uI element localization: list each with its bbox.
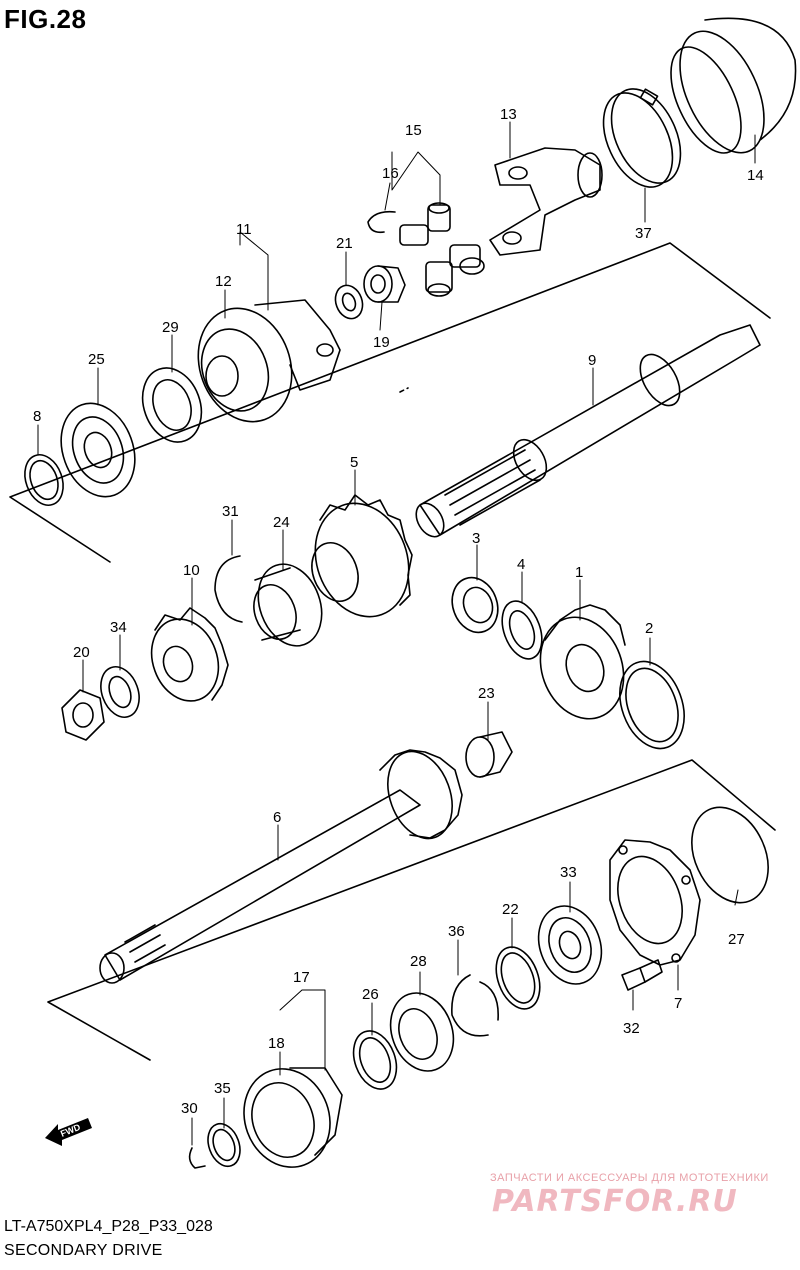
part-2-shim xyxy=(619,660,685,750)
callout-13: 13 xyxy=(500,106,517,123)
part-31-circlip xyxy=(214,555,243,623)
callout-19: 19 xyxy=(373,334,390,351)
callout-37: 37 xyxy=(635,225,652,242)
part-36-circlip xyxy=(451,974,499,1037)
callout-34: 34 xyxy=(110,619,127,636)
watermark-logo: PARTSFOR.RU xyxy=(492,1184,738,1219)
callout-9: 9 xyxy=(588,352,596,369)
part-4-washer xyxy=(501,600,543,660)
part-21-washer xyxy=(334,284,364,320)
part-3-spacer xyxy=(451,576,499,634)
part-15-cross-joint xyxy=(399,202,485,297)
part-1-bevel-gear xyxy=(539,604,626,720)
callout-20: 20 xyxy=(73,644,90,661)
part-24-needle-bearing xyxy=(253,563,323,647)
part-37-clamp xyxy=(602,88,682,188)
part-7-bearing-case xyxy=(609,839,701,966)
part-9-shaft xyxy=(415,324,761,538)
part-29-oil-seal xyxy=(141,367,203,443)
frame-upper xyxy=(9,242,771,563)
part-23-bearing xyxy=(465,731,513,778)
part-5-gear xyxy=(311,494,413,618)
figure-title: FIG.28 xyxy=(4,4,87,34)
callout-32: 32 xyxy=(623,1020,640,1037)
watermark-tagline: ЗАПЧАСТИ И АКСЕССУАРЫ ДЛЯ МОТОТЕХНИКИ xyxy=(490,1172,769,1184)
part-17-cover xyxy=(243,1067,343,1168)
section-name: SECONDARY DRIVE xyxy=(4,1242,163,1259)
callout-35: 35 xyxy=(214,1080,231,1097)
part-26-ring xyxy=(352,1030,398,1090)
callout-14: 14 xyxy=(747,167,764,184)
callout-4: 4 xyxy=(517,556,525,573)
callout-17: 17 xyxy=(293,969,310,986)
callout-21: 21 xyxy=(336,235,353,252)
part-32-bolt xyxy=(621,959,663,991)
callout-24: 24 xyxy=(273,514,290,531)
part-20-nut xyxy=(61,689,105,741)
callout-6: 6 xyxy=(273,809,281,826)
model-code: LT-A750XPL4_P28_P33_028 xyxy=(4,1218,213,1235)
callout-25: 25 xyxy=(88,351,105,368)
part-14-boot xyxy=(670,17,797,154)
part-19-bushing xyxy=(363,265,406,303)
part-10-pinion-gear xyxy=(150,607,229,702)
frame-lower xyxy=(47,759,776,1061)
callout-10: 10 xyxy=(183,562,200,579)
callout-7: 7 xyxy=(674,995,682,1012)
callout-3: 3 xyxy=(472,530,480,547)
part-35-washer xyxy=(207,1122,241,1168)
part-22-ring xyxy=(495,946,541,1010)
callout-33: 33 xyxy=(560,864,577,881)
part-34-washer xyxy=(100,666,140,718)
callout-26: 26 xyxy=(362,986,379,1003)
part-16-circlip xyxy=(367,210,396,234)
part-8-ring xyxy=(24,454,64,506)
callout-16: 16 xyxy=(382,165,399,182)
part-11-flange-yoke xyxy=(197,299,341,423)
part-33-bearing xyxy=(537,905,603,985)
callout-18: 18 xyxy=(268,1035,285,1052)
callout-22: 22 xyxy=(502,901,519,918)
callout-31: 31 xyxy=(222,503,239,520)
callout-1: 1 xyxy=(575,564,583,581)
callout-28: 28 xyxy=(410,953,427,970)
frame-upper-dash xyxy=(399,387,409,393)
part-13-yoke xyxy=(489,147,603,256)
callout-5: 5 xyxy=(350,454,358,471)
callout-27: 27 xyxy=(728,931,745,948)
part-30-circlip xyxy=(188,1147,206,1169)
callout-29: 29 xyxy=(162,319,179,336)
callout-11: 11 xyxy=(236,221,252,238)
callout-23: 23 xyxy=(478,685,495,702)
callout-30: 30 xyxy=(181,1100,198,1117)
callout-2: 2 xyxy=(645,620,653,637)
part-28-oil-seal xyxy=(389,992,455,1072)
callout-36: 36 xyxy=(448,923,465,940)
part-6-output-shaft xyxy=(99,749,463,984)
fwd-direction-badge: FWD xyxy=(45,1118,92,1146)
callout-12: 12 xyxy=(215,273,232,290)
callout-8: 8 xyxy=(33,408,41,425)
part-27-o-ring xyxy=(691,806,769,904)
part-25-bearing xyxy=(60,402,136,498)
callout-15: 15 xyxy=(405,122,422,139)
